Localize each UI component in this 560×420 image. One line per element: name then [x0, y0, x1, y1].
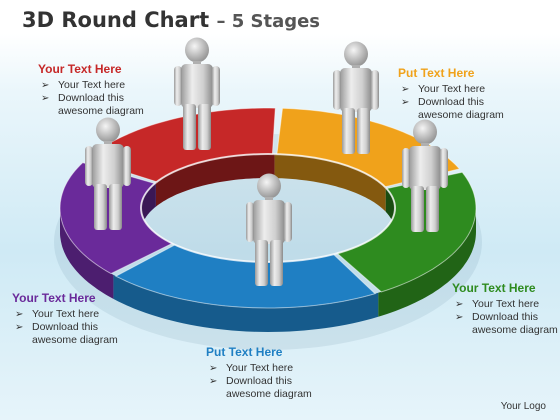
bullet-text: Download this	[58, 92, 124, 104]
bullet-arrow-icon: ➢	[41, 93, 50, 104]
title-main: 3D Round Chart	[22, 8, 210, 32]
ring-segment-inner-wall	[141, 182, 156, 232]
callout-red: Your Text Here ➢ Your Text here ➢ Download…	[38, 62, 144, 118]
bullet-item: awesome diagram	[38, 105, 144, 118]
ring-segment-inner-wall	[274, 154, 386, 212]
callout-yellow: Put Text Here ➢ Your Text here ➢ Download …	[398, 66, 504, 122]
bullet-item: awesome diagram	[206, 388, 312, 401]
bullet-arrow-icon: ➢	[209, 363, 218, 374]
callout-title: Your Text Here	[38, 62, 122, 76]
bullet-item: ➢ Your Text here	[206, 362, 312, 375]
bullet-arrow-icon: ➢	[401, 84, 410, 95]
bullet-item: awesome diagram	[398, 109, 504, 122]
bullet-item: awesome diagram	[12, 334, 118, 347]
callout-blue: Put Text Here ➢ Your Text here ➢ Download …	[206, 345, 312, 401]
bullet-item: ➢ Download this	[206, 375, 312, 388]
logo-text: Your Logo	[500, 401, 546, 412]
page-title: 3D Round Chart – 5 Stages	[22, 8, 320, 32]
ring-segment-outer-wall	[60, 208, 114, 299]
bullet-text: awesome diagram	[32, 334, 118, 346]
bullet-arrow-icon: ➢	[455, 312, 464, 323]
bullet-arrow-icon: ➢	[401, 97, 410, 108]
callout-purple: Your Text Here ➢ Your Text here ➢ Download…	[12, 291, 118, 347]
bullet-text: awesome diagram	[472, 324, 558, 336]
callout-green: Your Text Here ➢ Your Text here ➢ Download…	[452, 281, 558, 337]
bullet-text: Your Text here	[472, 298, 540, 310]
bullet-text: Your Text here	[32, 308, 100, 320]
bullet-text: Download this	[472, 311, 538, 323]
bullet-item: ➢ Your Text here	[38, 79, 144, 92]
bullet-text: awesome diagram	[418, 109, 504, 121]
bullet-text: Your Text here	[226, 362, 294, 374]
bullet-text: Your Text here	[418, 83, 486, 95]
bullet-text: Download this	[226, 375, 292, 387]
bullet-item: ➢ Your Text here	[12, 308, 118, 321]
bullet-arrow-icon: ➢	[15, 322, 24, 333]
bullet-item: ➢ Download this	[398, 96, 504, 109]
bullet-text: Download this	[32, 321, 98, 333]
bullet-arrow-icon: ➢	[209, 376, 218, 387]
bullet-text: Download this	[418, 96, 484, 108]
callout-title: Put Text Here	[206, 345, 283, 359]
bullet-item: ➢ Download this	[12, 321, 118, 334]
bullet-item: ➢ Download this	[38, 92, 144, 105]
ring-segment-outer-wall	[113, 274, 379, 332]
bullet-arrow-icon: ➢	[15, 309, 24, 320]
bullet-arrow-icon: ➢	[455, 299, 464, 310]
callout-title: Your Text Here	[452, 281, 536, 295]
callout-title: Put Text Here	[398, 66, 475, 80]
bullet-text: awesome diagram	[226, 388, 312, 400]
bullet-item: ➢ Your Text here	[452, 298, 558, 311]
bullet-item: ➢ Your Text here	[398, 83, 504, 96]
title-subtitle: – 5 Stages	[216, 11, 321, 32]
bullet-text: Your Text here	[58, 79, 126, 91]
ring-segment-outer-wall	[378, 208, 476, 317]
callout-title: Your Text Here	[12, 291, 96, 305]
bullet-item: ➢ Download this	[452, 311, 558, 324]
bullet-arrow-icon: ➢	[41, 80, 50, 91]
bullet-text: awesome diagram	[58, 105, 144, 117]
bullet-item: awesome diagram	[452, 324, 558, 337]
